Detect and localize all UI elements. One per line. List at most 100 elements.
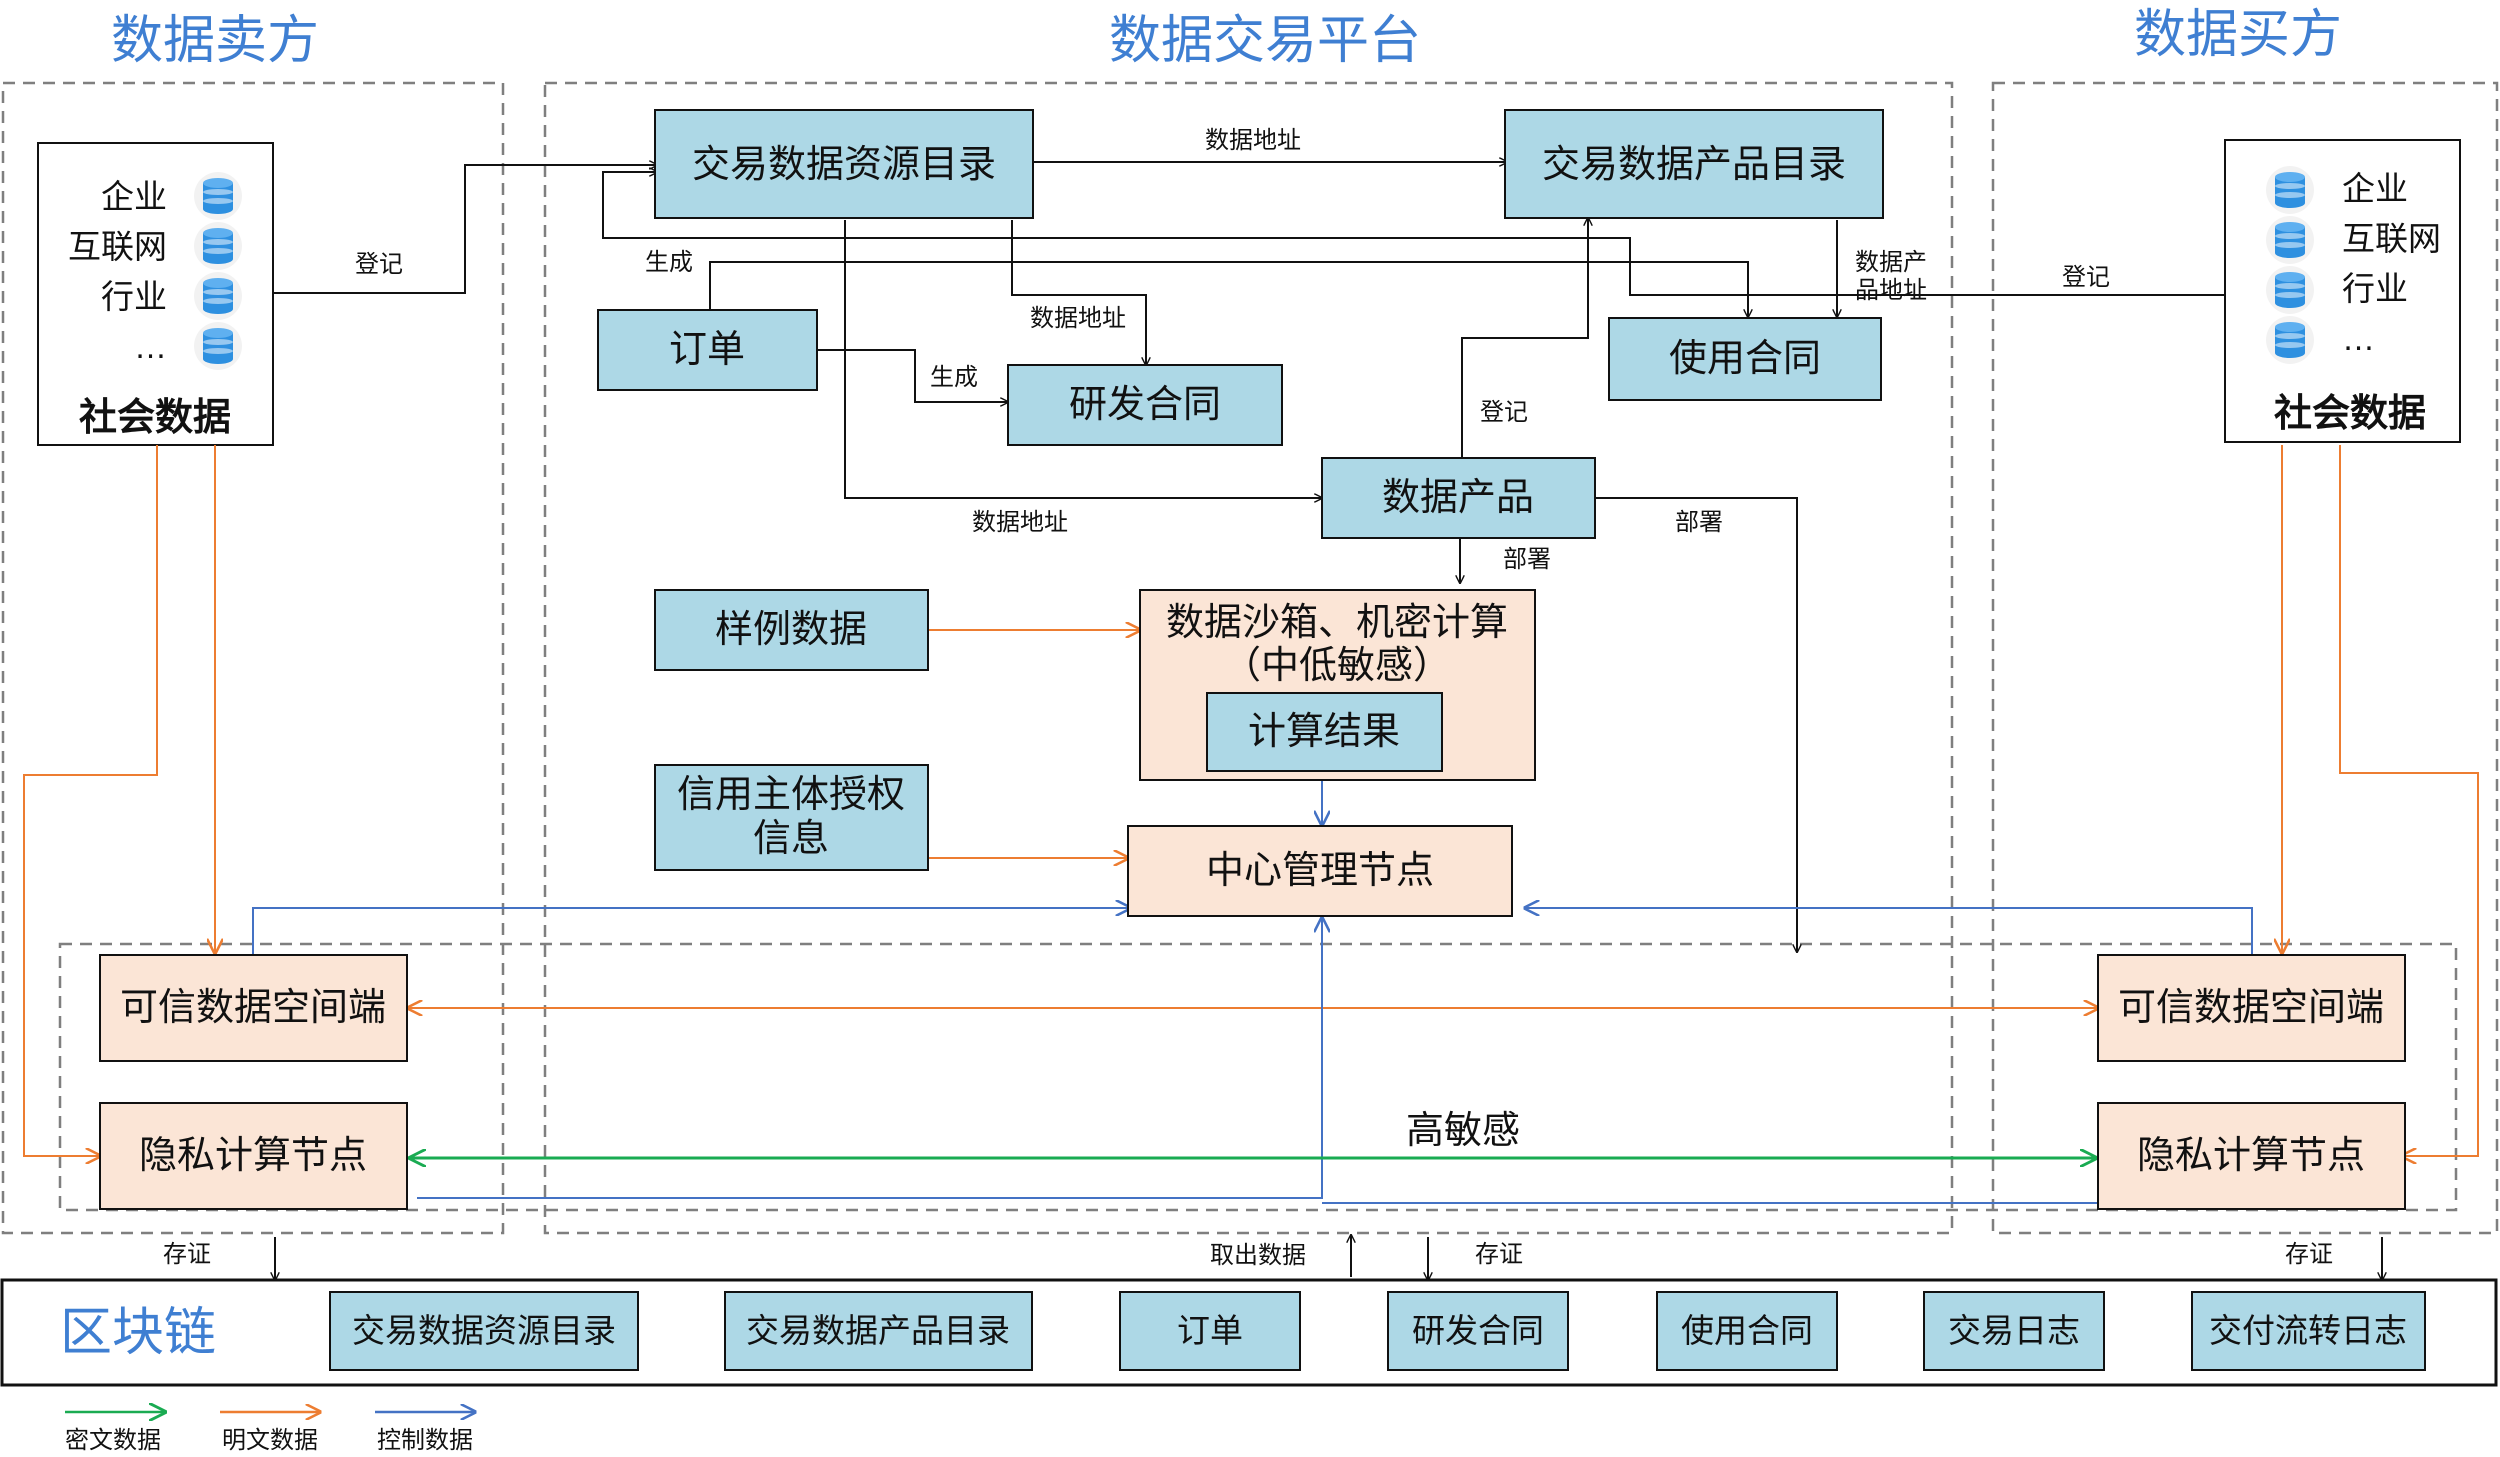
database-icon [2266,316,2314,364]
buyer-source-industry: 行业 [2342,270,2408,307]
platform-section-border [543,81,1954,1235]
usage-contract-box: 使用合同 [1608,317,1882,401]
blockchain-title: 区块链 [60,1304,216,1362]
buyer-section-title: 数据买方 [2134,6,2342,64]
credit-auth-line2: 信息 [753,818,829,860]
buyer-register-label: 登记 [2062,264,2110,291]
database-icon [2266,216,2314,264]
seller-social-data: 企业 互联网 行业 … 社会数据 [37,142,274,446]
blockchain-item: 交易数据资源目录 [329,1291,639,1371]
seller-social-data-caption: 社会数据 [79,397,231,439]
blockchain-item: 交付流转日志 [2191,1291,2426,1371]
generate-rd-label: 生成 [930,364,978,391]
order-label: 订单 [669,329,745,371]
trusted-space-buyer-box: 可信数据空间端 [2097,954,2406,1062]
privacy-node-seller-label: 隐私计算节点 [139,1135,367,1177]
product-address-label-line2: 品地址 [1855,277,1927,304]
control-flow-lines [273,162,2382,1280]
buyer-social-data-caption: 社会数据 [2274,393,2426,435]
data-address-top-label: 数据地址 [1205,127,1301,154]
credit-auth-line1: 信用主体授权 [677,774,905,816]
buyer-source-more: … [2342,320,2375,357]
buyer-source-enterprise: 企业 [2342,170,2408,207]
legend: 密文数据 明文数据 控制数据 [65,1412,475,1454]
order-to-rd-line [817,349,1008,402]
buyer-register-line [602,172,2225,296]
buyer-to-privacy-node-line [2339,445,2479,1156]
sandbox-box: 数据沙箱、机密计算 （中低敏感） 计算结果 [1139,589,1536,781]
sandbox-title: 数据沙箱、机密计算 [1166,602,1508,644]
platform-section-title: 数据交易平台 [1109,12,1421,70]
sample-data-label: 样例数据 [715,609,867,651]
compute-result-box [1206,692,1443,772]
center-node-box: 中心管理节点 [1127,825,1513,917]
data-product-box: 数据产品 [1321,457,1596,539]
product-register-label: 登记 [1480,399,1528,426]
seller-source-industry: 行业 [101,278,167,315]
legend-control-label: 控制数据 [377,1427,473,1454]
privacy-node-buyer-label: 隐私计算节点 [2137,1135,2365,1177]
legend-plain-label: 明文数据 [222,1427,318,1454]
evidence-right-label: 存证 [2285,1241,2333,1268]
database-icon [2266,266,2314,314]
product-register-line [1461,218,1588,458]
database-icon [194,222,242,270]
order-generate-line [709,261,1748,317]
sample-data-box: 样例数据 [654,589,929,671]
blockchain-item: 交易数据产品目录 [724,1291,1033,1371]
database-icon [2266,166,2314,214]
seller-to-privacy-node-line [23,445,158,1156]
database-icon [194,172,242,220]
buyer-source-internet: 互联网 [2342,220,2441,257]
seller-source-enterprise: 企业 [101,178,167,215]
evidence-left-label: 存证 [163,1241,211,1268]
svg-text:交付流转日志: 交付流转日志 [2209,1312,2407,1349]
trusted-zone-border [58,942,2458,1212]
seller-source-internet: 互联网 [68,228,167,265]
privacy-node-seller-box: 隐私计算节点 [99,1102,408,1210]
blockchain-item: 订单 [1119,1291,1301,1371]
credit-auth-box: 信用主体授权 信息 [654,764,929,871]
resource-to-product-address-line [844,220,1322,498]
svg-text:订单: 订单 [1177,1312,1243,1349]
control-data-lines [252,780,2253,1204]
plain-data-lines [23,445,2479,1156]
product-address-label-line1: 数据产 [1855,249,1927,276]
data-address-rd-label: 数据地址 [1030,305,1126,332]
deploy-right-label: 部署 [1675,509,1723,536]
product-catalog-label: 交易数据产品目录 [1542,144,1846,186]
seller-source-more: … [134,328,167,365]
svg-text:使用合同: 使用合同 [1681,1312,1813,1349]
blockchain-item: 使用合同 [1656,1291,1838,1371]
center-node-label: 中心管理节点 [1206,850,1434,892]
compute-result-label: 计算结果 [1248,711,1400,753]
rd-contract-label: 研发合同 [1069,384,1221,426]
svg-text:交易数据资源目录: 交易数据资源目录 [352,1312,616,1349]
svg-text:研发合同: 研发合同 [1412,1312,1544,1349]
product-catalog-box: 交易数据产品目录 [1504,109,1884,219]
data-product-label: 数据产品 [1382,477,1534,519]
seller-register-label: 登记 [355,251,403,278]
blockchain-item: 交易日志 [1923,1291,2105,1371]
high-sensitive-label: 高敏感 [1406,1110,1520,1152]
edge-labels: 登记 登记 数据地址 生成 数据地址 生成 数据产 品地址 登记 数据地址 部署… [163,127,2333,1269]
resource-catalog-box: 交易数据资源目录 [654,109,1034,219]
seller-to-center-control-line [252,908,1130,958]
buyer-social-data: 企业 互联网 行业 … 社会数据 [2224,139,2461,443]
seller-register-line [273,165,657,294]
usage-contract-label: 使用合同 [1669,338,1821,380]
order-box: 订单 [597,309,818,391]
trusted-space-seller-box: 可信数据空间端 [99,954,408,1062]
deploy-down-label: 部署 [1503,546,1551,573]
evidence-middle-label: 存证 [1475,1241,1523,1268]
database-icon [194,322,242,370]
resource-to-rd-line [1011,220,1146,365]
trusted-space-buyer-label: 可信数据空间端 [2118,987,2384,1029]
product-deploy-right-line [1595,497,1797,952]
privacy-to-center-control-line [417,918,1322,1199]
fetch-data-label: 取出数据 [1210,1242,1306,1269]
svg-text:交易数据产品目录: 交易数据产品目录 [746,1312,1010,1349]
blockchain-band: 区块链 交易数据资源目录 交易数据产品目录 订单 研发合同 使用合同 交易日志 … [0,1278,2498,1387]
